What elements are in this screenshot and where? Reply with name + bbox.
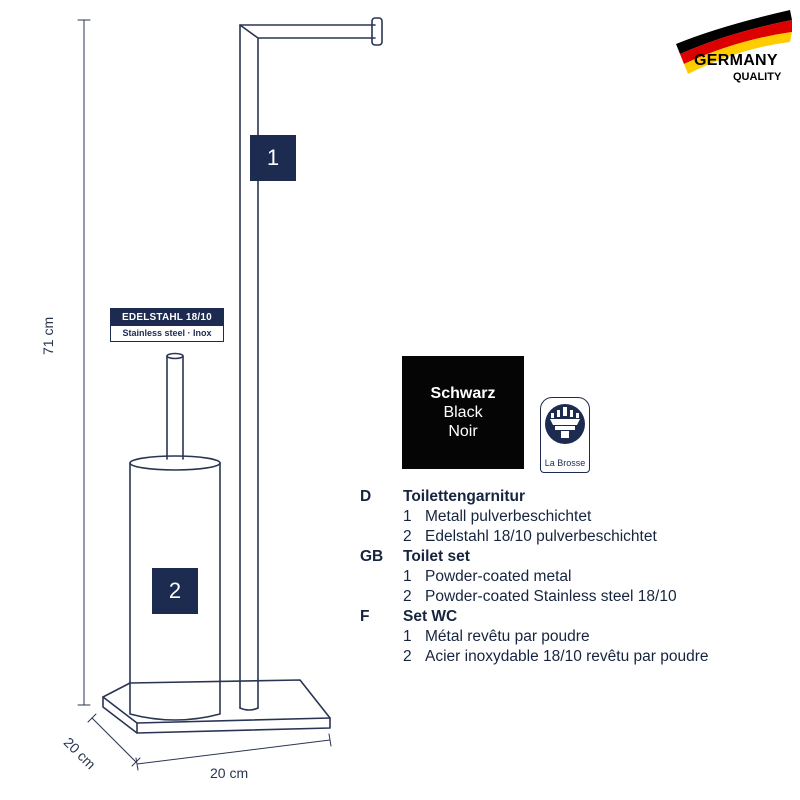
color-swatch: Schwarz Black Noir xyxy=(402,356,524,469)
lang-header-f: F Set WC xyxy=(360,607,790,627)
depth-dimension-line xyxy=(91,717,137,763)
steel-label-title: EDELSTAHL 18/10 xyxy=(111,309,223,326)
paper-holder-end-cap xyxy=(371,17,383,46)
item-text: Métal revêtu par poudre xyxy=(425,628,590,645)
description-list: D Toilettengarnitur 1 Metall pulverbesch… xyxy=(360,487,790,667)
paper-holder-pole xyxy=(239,24,259,709)
lang-title: Toilettengarnitur xyxy=(403,488,525,505)
lang-code: D xyxy=(360,488,372,505)
part-2-callout: 2 xyxy=(152,568,198,614)
lang-header-de: D Toilettengarnitur xyxy=(360,487,790,507)
item-text: Acier inoxydable 18/10 revêtu par poudre xyxy=(425,648,709,665)
item-number: 1 xyxy=(403,568,412,585)
width-label: 20 cm xyxy=(210,765,249,781)
lang-code: F xyxy=(360,608,370,625)
brush-holder-icon xyxy=(545,404,585,444)
list-item: 2 Powder-coated Stainless steel 18/10 xyxy=(360,587,790,607)
brand-badge: La Brosse xyxy=(540,397,590,473)
item-text: Edelstahl 18/10 pulverbeschichtet xyxy=(425,528,657,545)
list-item: 2 Edelstahl 18/10 pulverbeschichtet xyxy=(360,527,790,547)
item-number: 2 xyxy=(403,588,412,605)
color-name-en: Black xyxy=(443,404,483,421)
list-item: 1 Metall pulverbeschichtet xyxy=(360,507,790,527)
item-number: 1 xyxy=(403,628,412,645)
color-name-de: Schwarz xyxy=(430,385,496,402)
lang-code: GB xyxy=(360,548,384,565)
part-1-callout: 1 xyxy=(250,135,296,181)
height-label: 71 cm xyxy=(40,316,56,355)
brush-container xyxy=(129,462,221,721)
list-item: 1 Métal revêtu par poudre xyxy=(360,627,790,647)
width-dimension-line xyxy=(136,739,331,765)
lang-title: Toilet set xyxy=(403,548,470,565)
steel-label-subtitle: Stainless steel · Inox xyxy=(122,328,212,338)
germany-label: GERMANY xyxy=(694,52,778,69)
item-number: 2 xyxy=(403,648,412,665)
item-text: Metall pulverbeschichtet xyxy=(425,508,592,525)
quality-label: QUALITY xyxy=(733,71,782,83)
germany-flag-icon xyxy=(676,10,792,74)
brand-name: La Brosse xyxy=(544,458,586,468)
base-plate xyxy=(102,679,331,734)
item-text: Powder-coated Stainless steel 18/10 xyxy=(425,588,677,605)
list-item: 2 Acier inoxydable 18/10 revêtu par poud… xyxy=(360,647,790,667)
item-text: Powder-coated metal xyxy=(425,568,572,585)
stainless-steel-label: EDELSTAHL 18/10 Stainless steel · Inox xyxy=(110,308,224,342)
color-name-fr: Noir xyxy=(448,423,478,440)
lang-title: Set WC xyxy=(403,608,458,625)
list-item: 1 Powder-coated metal xyxy=(360,567,790,587)
lang-header-gb: GB Toilet set xyxy=(360,547,790,567)
item-number: 2 xyxy=(403,528,412,545)
item-number: 1 xyxy=(403,508,412,525)
brush-handle xyxy=(166,355,184,460)
